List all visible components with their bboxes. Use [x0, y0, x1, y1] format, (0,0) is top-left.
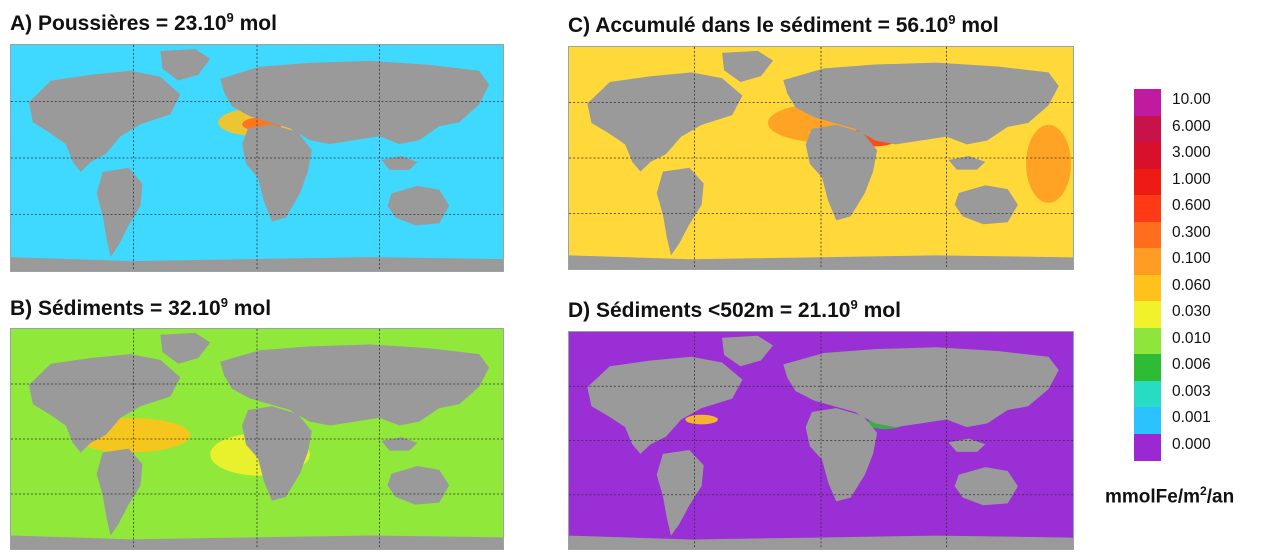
land-eurasia: [783, 62, 1059, 145]
legend-units-main: mmolFe/m: [1105, 486, 1201, 508]
legend-label: 0.600: [1172, 197, 1211, 214]
legend-swatch: [1134, 248, 1161, 275]
flux-region: [685, 414, 718, 425]
legend-swatch: [1134, 354, 1161, 381]
land-eurasia: [220, 60, 490, 145]
legend-swatch: [1134, 433, 1161, 461]
legend-units-tail: /an: [1206, 486, 1235, 508]
panel-c-title-main: C) Accumulé dans le sédiment = 56.10: [568, 14, 949, 37]
legend-label: 6.000: [1172, 117, 1211, 135]
legend-label: 0.006: [1172, 356, 1211, 373]
panel-b-title-exp: 9: [220, 295, 228, 310]
panel-c-map: [568, 46, 1074, 270]
legend-swatch: [1134, 89, 1161, 116]
legend-label: 0.010: [1172, 329, 1211, 347]
legend-label: 1.000: [1172, 170, 1211, 188]
panel-a-title: A) Poussières = 23.109 mol: [10, 6, 277, 36]
land-north-america: [587, 356, 743, 454]
legend-swatch: [1134, 327, 1161, 355]
panel-c-title: C) Accumulé dans le sédiment = 56.109 mo…: [568, 8, 999, 38]
legend-swatch: [1134, 168, 1161, 196]
land-greenland: [722, 50, 774, 83]
legend-swatch: [1134, 274, 1161, 302]
panel-b-title-main: B) Sédiments = 32.10: [10, 297, 221, 320]
legend-swatch: [1134, 221, 1161, 249]
panel-a-title-main: A) Poussières = 23.10: [10, 12, 227, 35]
legend-label: 0.300: [1172, 223, 1211, 241]
panel-c-title-exp: 9: [948, 12, 956, 27]
panel-b-title-unit: mol: [227, 297, 272, 320]
land-africa: [805, 124, 878, 221]
legend-label: 0.000: [1172, 435, 1211, 453]
land-greenland: [160, 48, 211, 81]
panel-d-map: [568, 331, 1074, 550]
legend-units-exp: 2: [1200, 484, 1207, 498]
legend-swatch: [1134, 115, 1161, 143]
land-greenland: [160, 332, 211, 364]
land-indonesia: [381, 437, 418, 451]
land-africa: [805, 408, 878, 502]
land-australia: [387, 466, 450, 505]
land-indonesia: [948, 156, 986, 170]
panel-b-map: [10, 328, 504, 550]
land-north-america: [587, 72, 743, 172]
land-south-america: [656, 450, 704, 536]
land-africa: [242, 406, 312, 501]
legend-swatch: [1134, 301, 1161, 328]
panel-c-title-unit: mol: [955, 14, 999, 37]
legend-swatch: [1134, 142, 1161, 169]
legend-swatch: [1134, 407, 1161, 434]
legend-label: 0.060: [1172, 276, 1211, 294]
flux-region: [1026, 124, 1071, 203]
panel-a-title-unit: mol: [233, 12, 277, 35]
land-south-america: [96, 448, 143, 536]
land-south-america: [656, 167, 704, 256]
panel-b-title: B) Sédiments = 32.109 mol: [10, 291, 271, 321]
legend-label: 10.00: [1172, 91, 1211, 108]
panel-d-title-unit: mol: [857, 299, 901, 322]
panel-a-map: [10, 44, 504, 272]
legend-label: 0.100: [1172, 250, 1211, 267]
land-australia: [954, 185, 1018, 225]
legend-label: 0.030: [1172, 303, 1211, 320]
land-australia: [954, 467, 1018, 506]
land-north-america: [28, 70, 181, 172]
land-africa: [242, 124, 312, 222]
legend-swatch: [1134, 195, 1161, 222]
land-north-america: [28, 354, 181, 453]
panel-a-title-exp: 9: [226, 10, 234, 25]
panel-d-title-main: D) Sédiments <502m = 21.10: [568, 299, 851, 322]
panel-d-title-exp: 9: [850, 297, 858, 312]
land-indonesia: [381, 156, 418, 170]
legend-label: 0.001: [1172, 409, 1211, 426]
land-australia: [387, 185, 450, 226]
land-eurasia: [220, 344, 490, 426]
legend-label: 0.003: [1172, 382, 1211, 400]
land-greenland: [722, 335, 774, 367]
land-indonesia: [948, 438, 986, 452]
land-eurasia: [783, 347, 1059, 428]
legend-units: mmolFe/m2/an: [1105, 484, 1234, 508]
panel-d-title: D) Sédiments <502m = 21.109 mol: [568, 293, 901, 323]
legend-swatch: [1134, 380, 1161, 408]
land-south-america: [96, 167, 143, 258]
legend-label: 3.000: [1172, 144, 1211, 161]
color-scale-legend: 10.00 6.000 3.000 1.000 0.600 0.300 0.100 0.060…: [1134, 89, 1284, 469]
